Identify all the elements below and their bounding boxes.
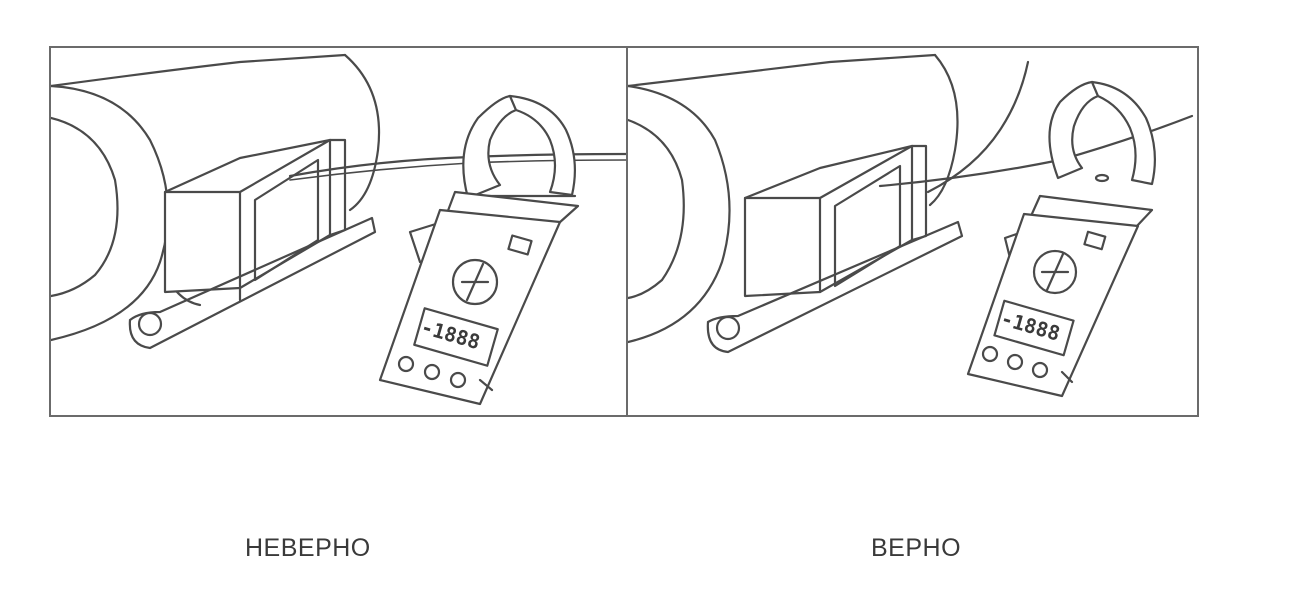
- panel-frame-correct: [626, 46, 1199, 417]
- clamp-meter-left: -1888: [378, 94, 580, 406]
- motor-housing-right: [628, 53, 959, 344]
- caption-incorrect: НЕВЕРНО: [245, 534, 371, 562]
- clamp-meter-right: -1888: [966, 80, 1156, 398]
- panel-correct: -1888: [628, 53, 1194, 398]
- cable-bypass: [926, 60, 1030, 194]
- panel-incorrect: -1888: [51, 53, 626, 406]
- mounting-foot-left: [128, 216, 377, 350]
- caption-correct: ВЕРНО: [871, 534, 962, 562]
- mounting-foot-right: [706, 220, 964, 354]
